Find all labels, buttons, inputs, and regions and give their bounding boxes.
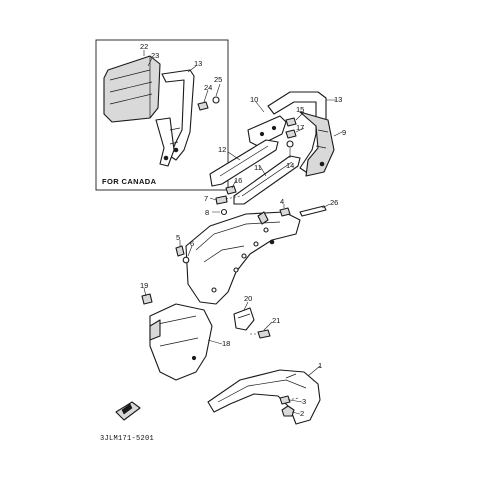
bolt-5 bbox=[175, 245, 185, 257]
callout-17: 17 bbox=[296, 123, 304, 132]
callout-8: 8 bbox=[205, 208, 209, 217]
bolt-19 bbox=[141, 293, 153, 305]
callout-22: 22 bbox=[140, 42, 148, 51]
callout-18: 18 bbox=[222, 339, 230, 348]
inset-backrest-frame bbox=[155, 69, 195, 167]
callout-21: 21 bbox=[272, 316, 280, 325]
callout-1: 1 bbox=[318, 361, 322, 370]
bolts-15-17 bbox=[285, 117, 297, 148]
callout-6: 6 bbox=[190, 239, 194, 248]
callout-13-inset: 13 bbox=[194, 59, 202, 68]
inset-caption: FOR CANADA bbox=[102, 177, 157, 186]
callout-25: 25 bbox=[214, 75, 222, 84]
inset-bolt bbox=[197, 96, 220, 111]
diagram-code: 3JLM171-5201 bbox=[100, 435, 154, 443]
canada-inset: 22 23 13 24 25 FOR CANADA bbox=[95, 39, 229, 191]
nut-2 bbox=[281, 405, 295, 417]
fastener-4 bbox=[279, 207, 291, 217]
callout-13: 13 bbox=[334, 95, 342, 104]
bolt-3 bbox=[279, 395, 299, 405]
callout-9: 9 bbox=[342, 128, 346, 137]
callout-16: 16 bbox=[234, 176, 242, 185]
callout-10: 10 bbox=[250, 95, 258, 104]
side-bracket-10 bbox=[247, 115, 287, 147]
front-direction-arrow bbox=[115, 401, 141, 421]
callout-11: 11 bbox=[254, 163, 262, 172]
callout-12: 12 bbox=[218, 145, 226, 154]
callout-26: 26 bbox=[330, 198, 338, 207]
nut-6 bbox=[182, 256, 190, 264]
rail-12 bbox=[209, 139, 279, 187]
callout-24: 24 bbox=[204, 83, 212, 92]
callout-3: 3 bbox=[302, 397, 306, 406]
callout-7: 7 bbox=[204, 194, 208, 203]
bolt-21 bbox=[250, 329, 271, 339]
callout-2: 2 bbox=[300, 409, 304, 418]
grab-bar bbox=[267, 91, 335, 177]
callout-20: 20 bbox=[244, 294, 252, 303]
callout-15: 15 bbox=[296, 105, 304, 114]
bolt-7 bbox=[215, 195, 241, 205]
inset-backrest-pad bbox=[103, 55, 161, 123]
callout-19: 19 bbox=[140, 281, 148, 290]
callout-14: 14 bbox=[286, 161, 294, 170]
callout-4: 4 bbox=[280, 197, 284, 206]
bolt-16 bbox=[225, 185, 237, 195]
inner-guard-18 bbox=[149, 303, 213, 381]
rear-fender bbox=[185, 211, 301, 305]
washer-8 bbox=[220, 208, 228, 216]
bracket-20 bbox=[233, 307, 255, 331]
callout-23: 23 bbox=[151, 51, 159, 60]
callout-5: 5 bbox=[176, 233, 180, 242]
strip-26 bbox=[299, 205, 327, 217]
